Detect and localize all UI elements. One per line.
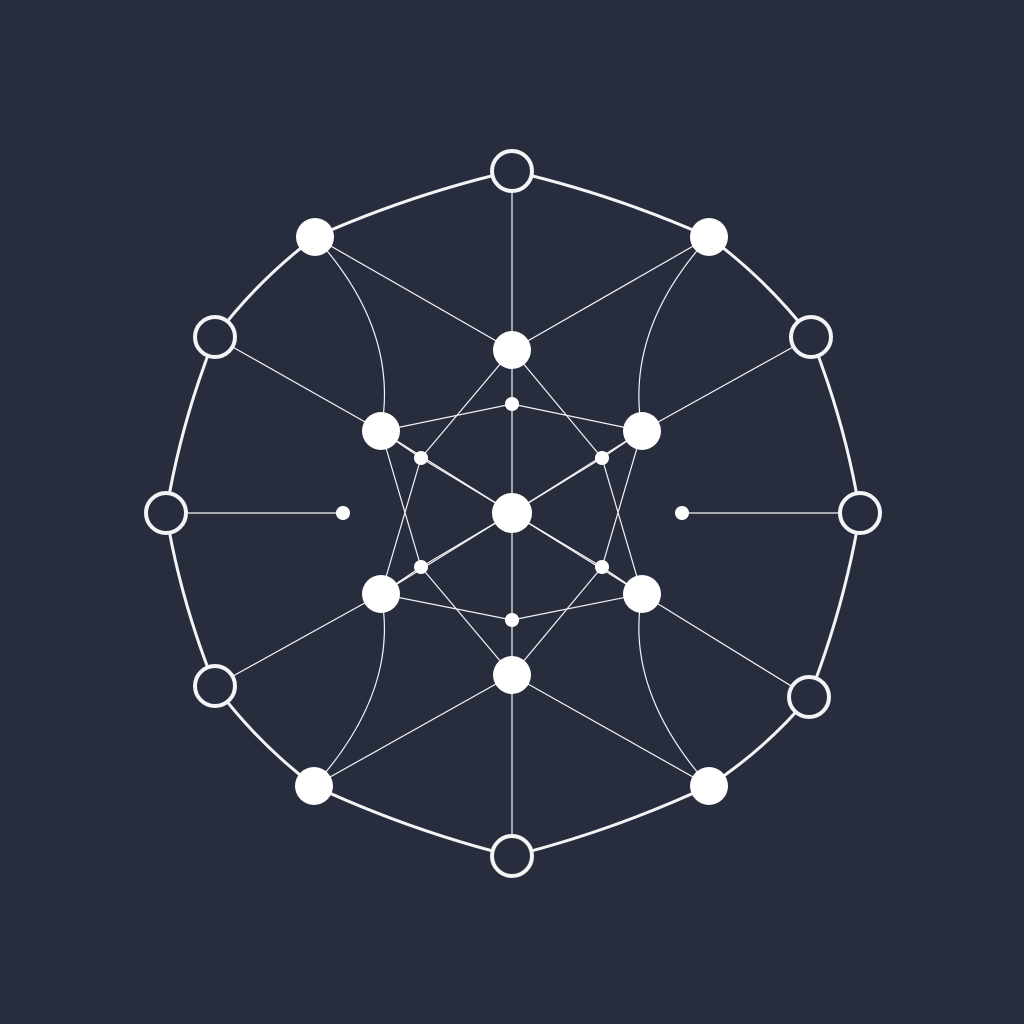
- filled-node: [362, 412, 400, 450]
- small-node: [414, 560, 428, 574]
- small-node: [505, 397, 519, 411]
- edge-curve: [314, 236, 386, 432]
- hollow-node: [838, 491, 882, 535]
- edge-star: [511, 566, 603, 676]
- filled-node: [493, 331, 531, 369]
- edge-curve: [313, 593, 385, 787]
- edge-inner: [380, 403, 513, 432]
- filled-node: [493, 656, 531, 694]
- edge-star: [601, 430, 643, 568]
- edge-inner: [511, 593, 643, 621]
- edge-side-link: [214, 336, 382, 432]
- hollow-node: [193, 315, 237, 359]
- edge-inner: [511, 403, 643, 432]
- edge-corner-link: [511, 674, 710, 787]
- filled-node: [296, 218, 334, 256]
- filled-node: [623, 412, 661, 450]
- small-node: [414, 451, 428, 465]
- hollow-node: [490, 149, 534, 193]
- filled-node: [362, 575, 400, 613]
- small-node: [595, 451, 609, 465]
- edge-corner-link: [511, 236, 710, 351]
- small-node: [505, 613, 519, 627]
- edge-side-link: [641, 336, 812, 432]
- hollow-node: [787, 675, 831, 719]
- edge-corner-link: [313, 674, 513, 787]
- edge-inner: [380, 593, 513, 621]
- terminal-node: [336, 506, 350, 520]
- filled-node: [623, 575, 661, 613]
- edge-curve: [638, 593, 710, 787]
- edge-star: [380, 457, 422, 595]
- edge-layer: [166, 171, 860, 856]
- edge-curve: [638, 236, 710, 432]
- hollow-node: [789, 315, 833, 359]
- node-layer: [144, 149, 882, 878]
- center-node: [492, 493, 532, 533]
- filled-node: [295, 767, 333, 805]
- hollow-node: [490, 834, 534, 878]
- edge-side-link: [641, 593, 810, 698]
- edge-side-link: [214, 593, 382, 687]
- edge-corner-link: [314, 236, 513, 351]
- filled-node: [690, 218, 728, 256]
- edge-star: [420, 349, 513, 459]
- filled-node: [690, 767, 728, 805]
- small-node: [595, 560, 609, 574]
- edge-star: [380, 430, 422, 568]
- terminal-node: [675, 506, 689, 520]
- hollow-node: [144, 491, 188, 535]
- edge-star: [511, 349, 603, 459]
- edge-star: [420, 566, 513, 676]
- hollow-node: [193, 664, 237, 708]
- edge-star: [601, 457, 643, 595]
